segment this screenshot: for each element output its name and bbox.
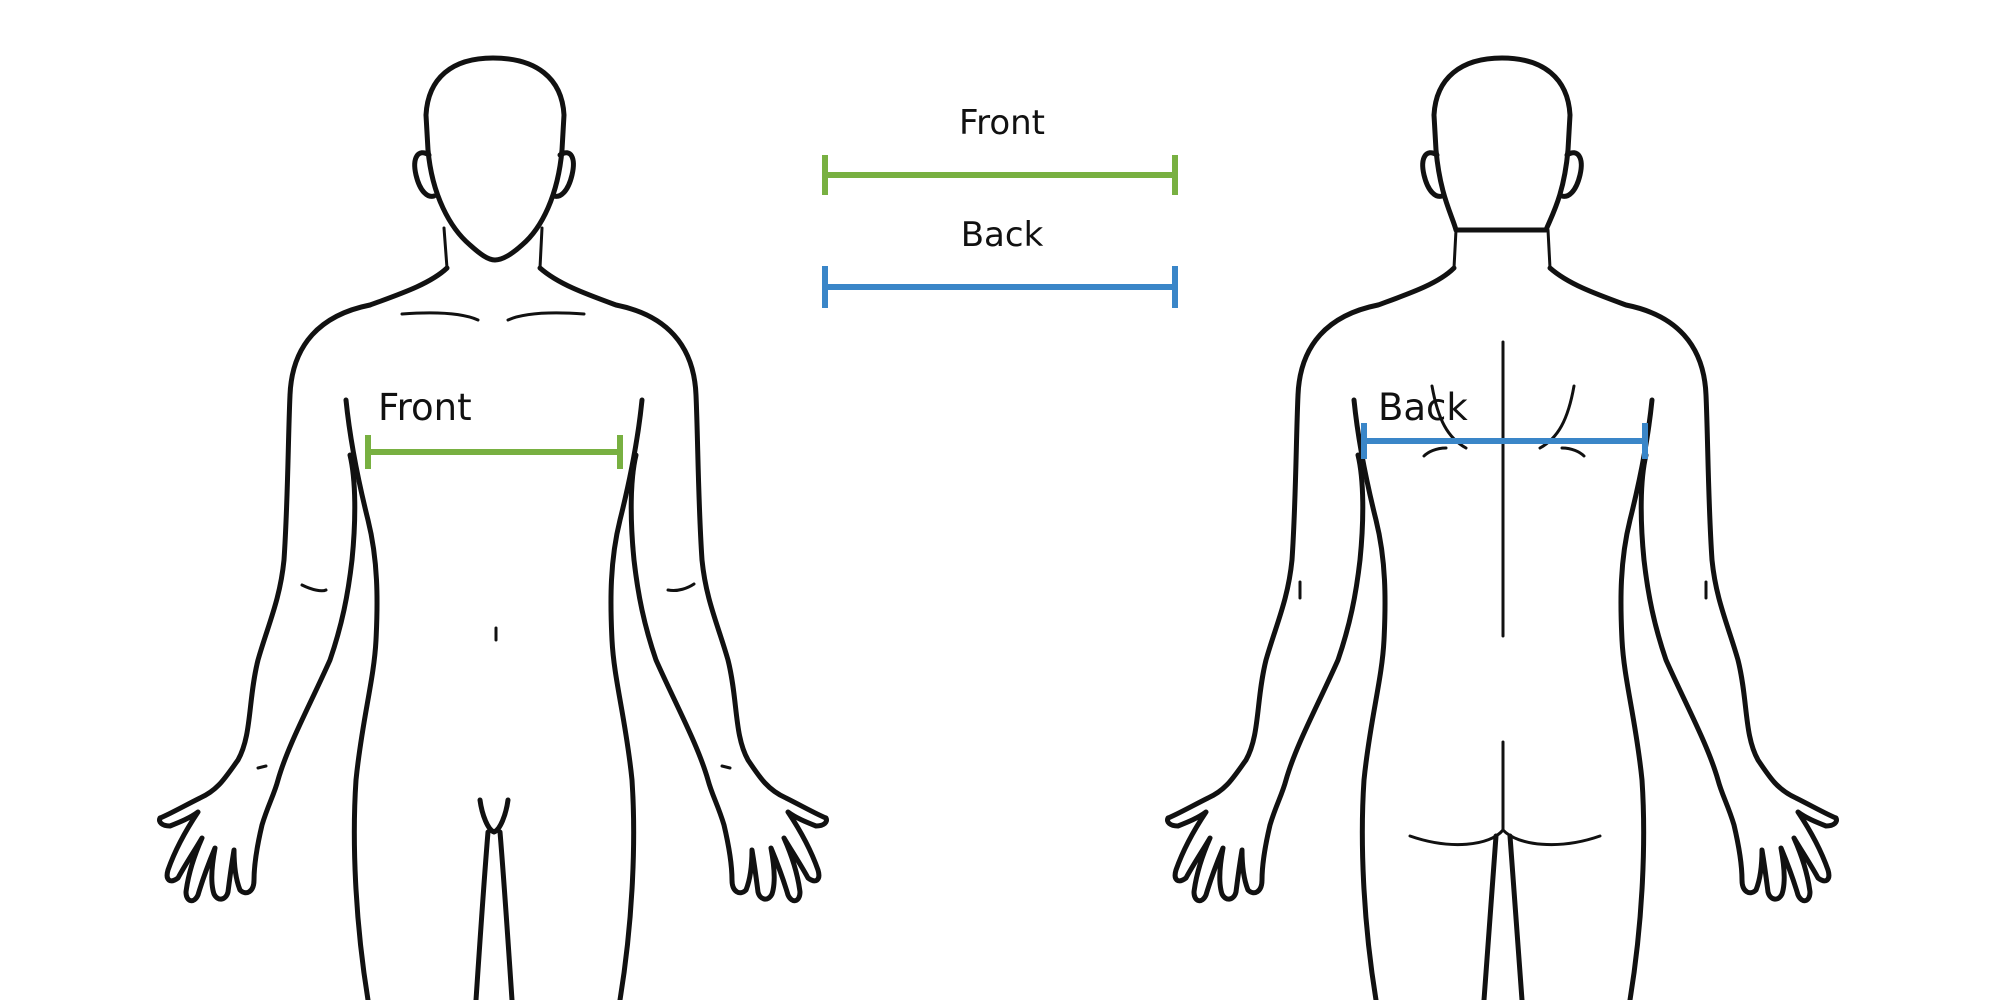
legend-back-label: Back <box>961 215 1044 255</box>
human-body-back-outline-icon <box>1165 55 1839 1000</box>
front-chest-label: Front <box>378 386 472 429</box>
human-body-front-outline-icon <box>157 55 829 1000</box>
front-chest-measurement: Front <box>365 386 623 469</box>
legend-front-label: Front <box>959 103 1045 143</box>
back-measure-label: Back <box>1378 386 1468 429</box>
measurement-legend: Front Back <box>822 103 1178 308</box>
back-measurement: Back <box>1361 386 1648 459</box>
